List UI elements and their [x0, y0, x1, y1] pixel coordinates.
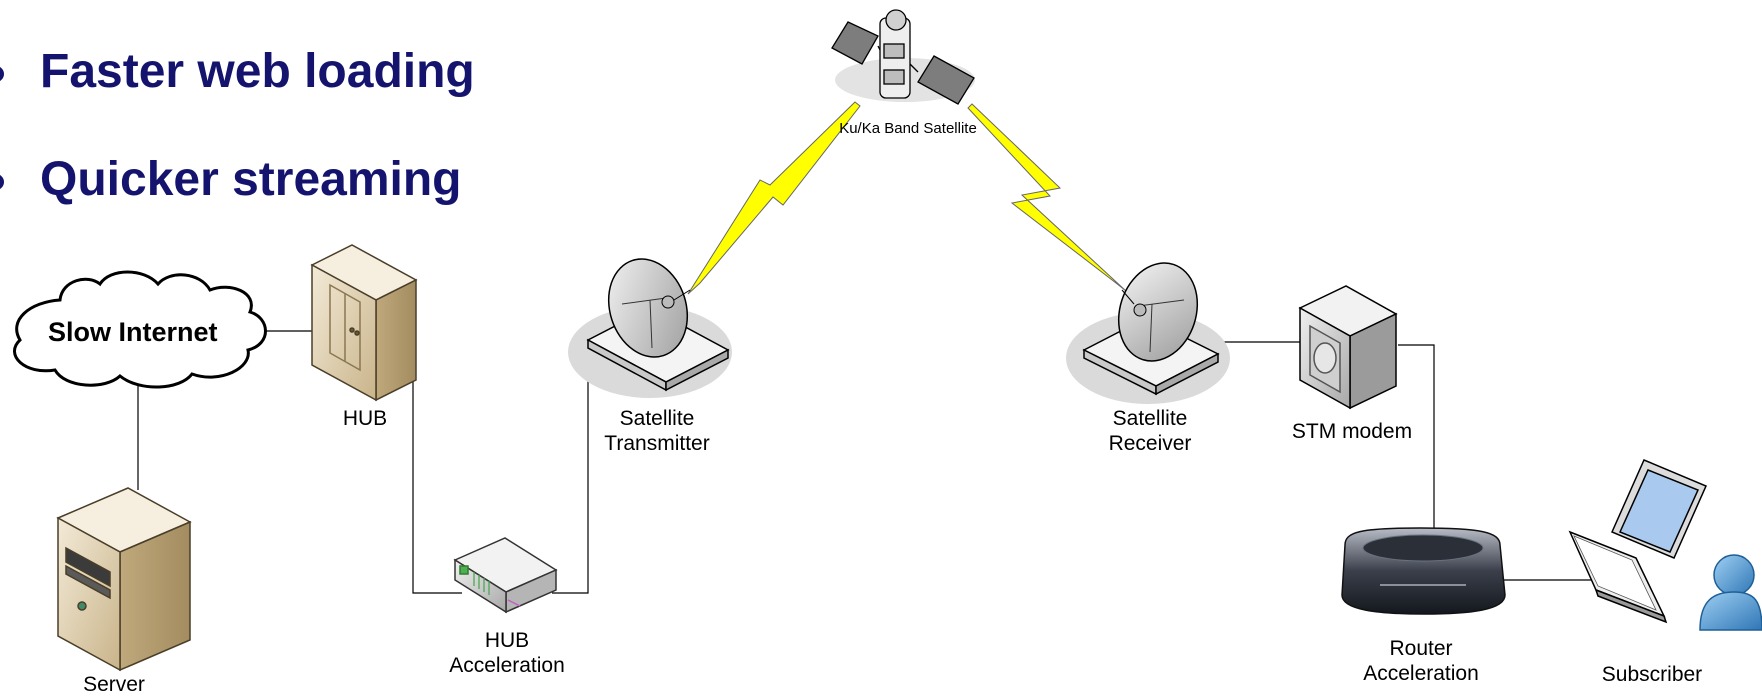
user-icon	[1699, 554, 1762, 631]
node-label-hub-acceleration: HUB Acceleration	[449, 628, 565, 678]
cloud-icon	[13, 270, 267, 389]
server-icon	[56, 487, 192, 672]
satellite-icon	[831, 9, 975, 105]
router-icon	[1341, 527, 1506, 615]
label-line: HUB	[484, 629, 530, 652]
node-label-satellite-transmitter: Satellite Transmitter	[604, 406, 709, 456]
lightning-bolt-icon	[687, 101, 861, 295]
label-line: Acceleration	[449, 654, 565, 677]
modem-icon	[1298, 285, 1398, 410]
satellite-dish-icon	[1066, 262, 1230, 404]
node-label-router-acceleration: Router Acceleration	[1363, 636, 1479, 686]
label-line: Acceleration	[1363, 662, 1479, 685]
node-label-satellite: Ku/Ka Band Satellite	[839, 120, 977, 137]
lightning-bolt-icon	[967, 103, 1127, 292]
node-label-hub: HUB	[342, 407, 388, 430]
hub-server-icon	[310, 244, 418, 402]
node-label-satellite-receiver: Satellite Receiver	[1109, 406, 1192, 456]
satellite-dish-icon	[568, 258, 732, 398]
bullet-text: Faster web loading	[40, 45, 475, 98]
node-label-stm-modem: STM modem	[1291, 420, 1413, 443]
bullet-text: Quicker streaming	[40, 153, 462, 206]
node-label-subscriber: Subscriber	[1601, 663, 1703, 686]
label-line: Router	[1389, 637, 1453, 660]
laptop-icon	[1568, 459, 1707, 624]
label-line: Satellite	[619, 407, 695, 430]
label-line: Satellite	[1112, 407, 1188, 430]
bullet-dot	[0, 174, 4, 190]
label-line: Transmitter	[604, 432, 710, 455]
node-label-cloud: Slow Internet	[48, 317, 218, 347]
label-line: Receiver	[1108, 432, 1192, 455]
bullet-dot	[0, 66, 4, 82]
acceleration-device-icon	[453, 537, 558, 614]
node-label-server: Server	[83, 673, 145, 696]
